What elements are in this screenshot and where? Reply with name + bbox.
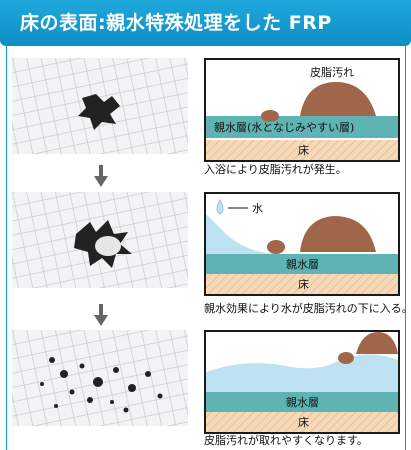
floor-label: 床 xyxy=(298,415,309,429)
hydrophilic-layer-label: 親水層 xyxy=(286,396,319,409)
floor-layer xyxy=(206,412,398,432)
cross-section-diagram-3: 親水層 床 xyxy=(204,330,400,434)
cross-section-diagram-1: 皮脂汚れ 親水層(水となじみやすい層) 床 xyxy=(204,58,400,162)
stain-small xyxy=(338,352,354,364)
water-label: 水 xyxy=(252,202,263,215)
stain-large xyxy=(356,332,398,354)
tile-photo-water-image xyxy=(12,192,188,288)
down-arrow-icon xyxy=(94,304,108,330)
content-frame xyxy=(6,46,406,450)
stain-label: 皮脂汚れ xyxy=(310,65,354,79)
step-caption-1: 入浴により皮脂汚れが発生。 xyxy=(204,163,347,176)
tile-photo-water xyxy=(12,192,188,288)
down-arrow-icon xyxy=(94,165,108,191)
tile-photo-clean xyxy=(12,330,188,426)
tile-photo-dirty-image xyxy=(12,58,188,154)
lifted-stain xyxy=(95,236,121,256)
floor-layer xyxy=(206,274,398,294)
tile-photo-clean-image xyxy=(12,330,188,426)
stain-large xyxy=(300,216,376,252)
hydrophilic-layer xyxy=(206,116,398,138)
stain-small xyxy=(261,110,279,122)
floor-label: 床 xyxy=(298,143,309,157)
hydrophilic-layer xyxy=(206,254,398,274)
water-film xyxy=(206,354,398,392)
cross-section-diagram-2: 水 親水層 床 xyxy=(204,192,400,296)
page-title: 床の表面:親水特殊処理をした FRP xyxy=(20,12,332,34)
stain-small xyxy=(267,240,285,254)
stain-mark xyxy=(78,94,120,130)
hydrophilic-layer-label: 親水層 xyxy=(286,258,319,271)
floor-layer xyxy=(206,140,398,160)
scattered-droplets xyxy=(40,357,163,413)
water-film xyxy=(206,214,276,254)
hydrophilic-layer-label: 親水層(水となじみやすい層) xyxy=(214,121,354,134)
stain-large xyxy=(300,82,376,116)
step-caption-3: 皮脂汚れが取れやすくなります。 xyxy=(204,434,368,447)
tile-photo-dirty xyxy=(12,58,188,154)
title-bar: 床の表面:親水特殊処理をした FRP xyxy=(0,0,411,46)
hydrophilic-layer xyxy=(206,392,398,412)
floor-label: 床 xyxy=(298,277,309,291)
water-drop-icon xyxy=(216,199,224,215)
step-caption-2: 親水効果により水が皮脂汚れの下に入る。 xyxy=(204,302,411,315)
